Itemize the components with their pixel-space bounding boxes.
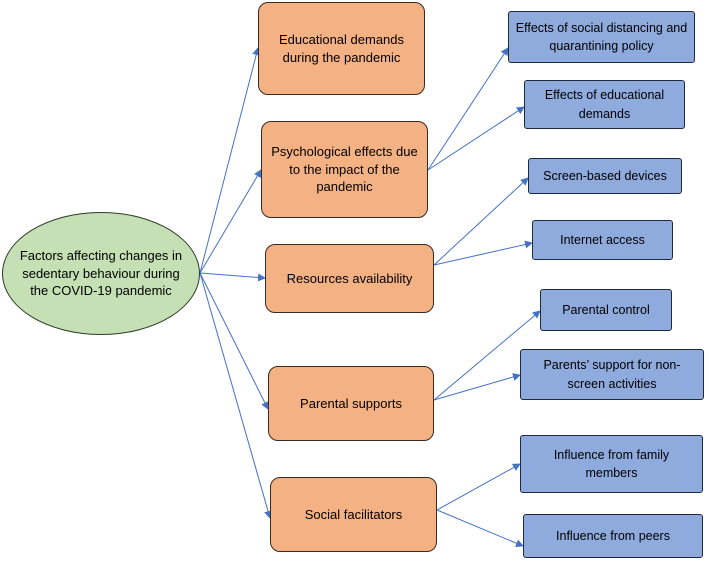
subfactor-label: Internet access [560, 232, 645, 247]
factor-social-facilitators: Social facilitators [270, 477, 437, 552]
arrow-root-to-parental-supports [199, 272, 269, 410]
subfactor-educational-effects: Effects of educational demands [524, 80, 685, 129]
subfactor-family-influence: Influence from family members [520, 435, 703, 493]
subfactor-parental-control: Parental control [540, 289, 672, 331]
root-node-label: Factors affecting changes in sedentary b… [19, 248, 183, 299]
arrow-psychological-to-educational-effects [427, 106, 525, 171]
arrow-resources-to-internet-access [433, 240, 533, 266]
subfactor-internet-access: Internet access [532, 220, 673, 260]
factor-educational-demands: Educational demands during the pandemic [258, 2, 425, 95]
subfactor-label: Effects of social distancing and quarant… [515, 20, 688, 53]
factor-label: Educational demands during the pandemic [278, 31, 405, 65]
arrow-root-to-psychological-effects [199, 169, 262, 274]
subfactor-non-screen-support: Parents’ support for non-screen activiti… [520, 349, 704, 400]
arrow-parental-to-parental-control [433, 310, 541, 401]
factor-label: Resources availability [286, 270, 413, 286]
arrow-psychological-to-social-distancing [427, 47, 509, 171]
factor-label: Parental supports [300, 395, 402, 411]
subfactor-label: Parental control [562, 302, 650, 317]
subfactor-label: Effects of educational demands [544, 88, 665, 121]
subfactor-social-distancing: Effects of social distancing and quarant… [508, 11, 695, 63]
subfactor-label: Screen-based devices [543, 168, 667, 183]
root-node: Factors affecting changes in sedentary b… [2, 212, 200, 335]
factor-parental-supports: Parental supports [268, 366, 434, 441]
subfactor-label: Influence from peers [556, 528, 670, 543]
arrow-resources-to-screen-devices [433, 177, 529, 266]
factor-label: Social facilitators [304, 506, 403, 522]
factor-resources-availability: Resources availability [265, 244, 434, 313]
subfactor-screen-devices: Screen-based devices [528, 158, 682, 194]
factor-label: Psychological effects due to the impact … [271, 144, 418, 195]
factor-psychological-effects: Psychological effects due to the impact … [261, 121, 428, 218]
arrow-root-to-resources-availability [199, 272, 266, 282]
arrow-parental-to-non-screen-support [433, 373, 521, 401]
arrow-root-to-social-facilitators [199, 272, 272, 519]
arrow-social-to-peer-influence [436, 509, 524, 547]
arrow-root-to-educational-demands [199, 47, 261, 274]
subfactor-peer-influence: Influence from peers [523, 514, 703, 558]
arrow-social-to-family-influence [436, 463, 521, 511]
subfactor-label: Influence from family members [553, 447, 670, 480]
subfactor-label: Parents’ support for non-screen activiti… [543, 358, 681, 391]
